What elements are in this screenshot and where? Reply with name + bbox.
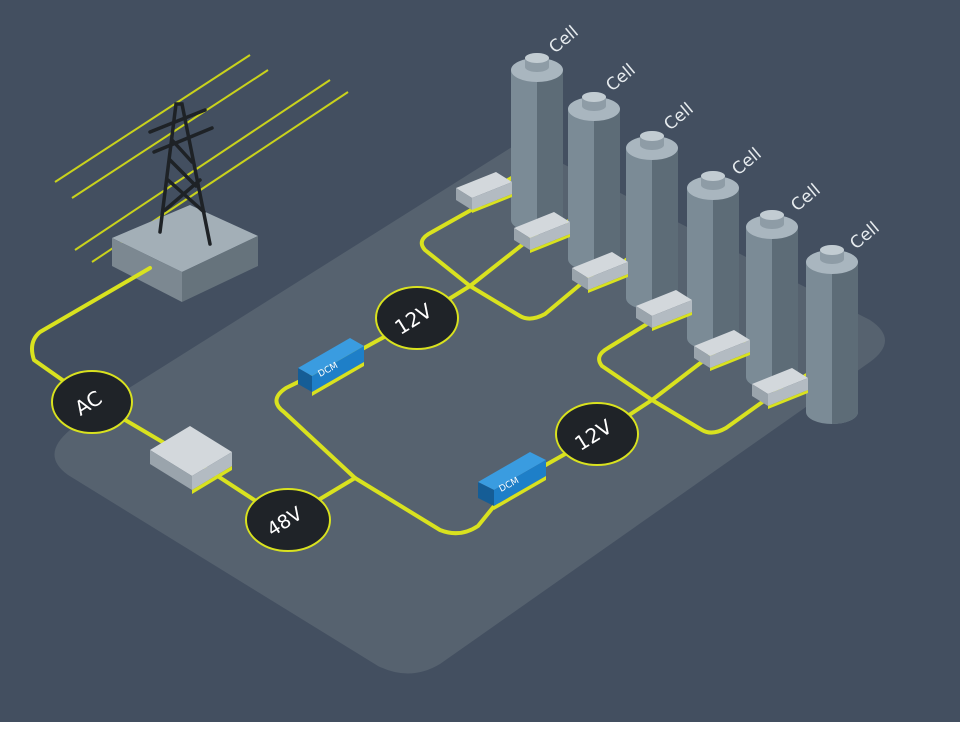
cell-5 (746, 210, 798, 389)
cell-3 (626, 131, 678, 310)
ac-node: AC (51, 370, 133, 434)
12v-node-bottom: 12V (555, 402, 639, 466)
transmission-tower-icon (148, 102, 214, 246)
cell-4 (687, 171, 739, 350)
dcm-module-top: DCM (298, 338, 364, 396)
cell-1 (511, 53, 563, 232)
cell-2 (568, 92, 620, 271)
ac-dc-converter (150, 426, 232, 494)
power-cables (54, 54, 349, 263)
dcm-module-bottom: DCM (478, 452, 546, 510)
cell-6 (806, 245, 858, 424)
bottom-strip (0, 722, 960, 730)
48v-node: 48V (245, 488, 331, 552)
12v-node-top: 12V (375, 286, 459, 350)
